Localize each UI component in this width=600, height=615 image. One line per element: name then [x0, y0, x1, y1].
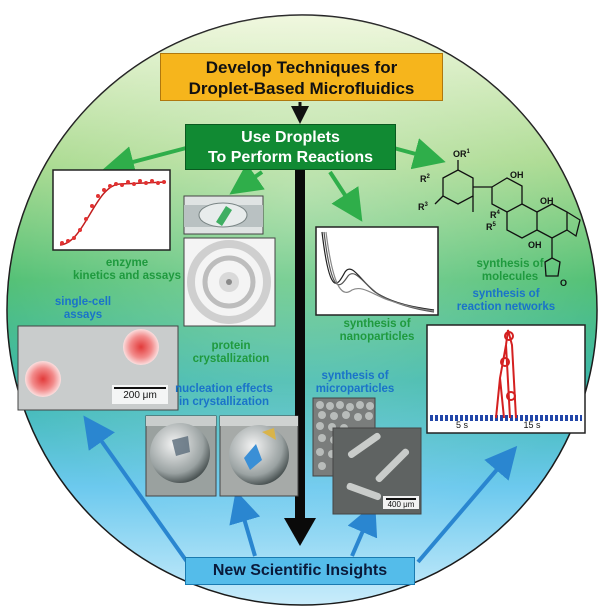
arrow-to-protein — [229, 163, 265, 195]
mol-o: O — [560, 278, 568, 288]
title-line-2: Droplet-Based Microfluidics — [188, 79, 415, 98]
label-nucleation-2: in crystallization — [178, 396, 270, 409]
label-nucleation: nucleation effects in crystallization — [150, 383, 298, 409]
protein-droplet-image — [183, 195, 264, 235]
label-enzyme-1: enzyme — [105, 257, 149, 269]
develop-techniques-box: Develop Techniques for Droplet-Based Mic… — [160, 53, 443, 101]
mol-oh3: OH — [540, 196, 554, 206]
insights-label: New Scientific Insights — [212, 562, 388, 579]
label-enzyme-2: kinetics and assays — [72, 270, 182, 283]
reactions-line-1: Use Droplets — [241, 129, 340, 146]
label-enzyme: enzyme kinetics and assays — [72, 257, 182, 283]
label-single-cell: single-cell assays — [38, 296, 128, 322]
mol-r3o: R3 — [418, 202, 428, 212]
microparticle-rods-image — [332, 427, 422, 515]
arrow-insight-4 — [416, 445, 518, 564]
nanoparticle-spectrum-plot — [315, 226, 439, 316]
label-networks-2: reaction networks — [456, 301, 556, 314]
mol-r5: R5 — [486, 222, 496, 232]
main-arrow-head — [284, 518, 316, 546]
label-single-cell-2: assays — [63, 309, 103, 322]
reaction-network-plot — [426, 324, 586, 434]
label-micro-1: synthesis of — [321, 370, 389, 382]
arrow-insight-1 — [83, 415, 192, 568]
label-networks-1: synthesis of — [472, 288, 540, 300]
single-cell-image — [17, 325, 179, 411]
label-microparticles: synthesis of microparticles — [300, 370, 410, 396]
label-protein: protein crystallization — [186, 340, 276, 366]
reactions-line-2: To Perform Reactions — [207, 149, 374, 166]
nucleation-image-left — [145, 415, 217, 497]
label-reaction-networks: synthesis of reaction networks — [446, 288, 566, 314]
mol-r4o: R4 — [490, 210, 500, 220]
label-molecules-2: molecules — [481, 271, 539, 284]
label-protein-1: protein — [211, 340, 251, 352]
label-single-cell-1: single-cell — [54, 296, 112, 308]
arrow-insight-2 — [229, 490, 261, 557]
nucleation-image-right — [219, 415, 299, 497]
arrow-to-enzyme — [102, 145, 191, 178]
use-droplets-box: Use Droplets To Perform Reactions — [185, 124, 396, 170]
label-nano-1: synthesis of — [343, 318, 411, 330]
scale-bar-cells: 200 μm — [123, 390, 157, 401]
arrow-insight-3 — [347, 502, 378, 557]
title-line-1: Develop Techniques for — [205, 58, 398, 77]
mol-r2o: R2 — [420, 174, 430, 184]
mol-oh1: OH — [510, 170, 524, 180]
axis-tick-1: 5 s — [455, 420, 468, 430]
enzyme-kinetics-plot — [52, 169, 171, 251]
arrow-to-nano — [328, 170, 363, 222]
axis-tick-2: 15 s — [523, 420, 541, 430]
label-micro-2: microparticles — [315, 383, 395, 396]
diffraction-pattern-image — [183, 237, 276, 327]
scale-bar-particles: 400 μm — [387, 500, 415, 509]
label-molecules-1: synthesis of — [476, 258, 544, 270]
label-molecules: synthesis of molecules — [460, 258, 560, 284]
mol-or1: OR1 — [453, 149, 470, 159]
label-protein-2: crystallization — [192, 353, 270, 366]
label-nucleation-1: nucleation effects — [175, 383, 273, 395]
molecule-structure — [434, 160, 581, 277]
arrow-to-molecules — [389, 138, 446, 170]
new-insights-box: New Scientific Insights — [185, 557, 415, 585]
label-nanoparticles: synthesis of nanoparticles — [322, 318, 432, 344]
label-nano-2: nanoparticles — [339, 331, 415, 344]
mol-oh2: OH — [528, 240, 542, 250]
